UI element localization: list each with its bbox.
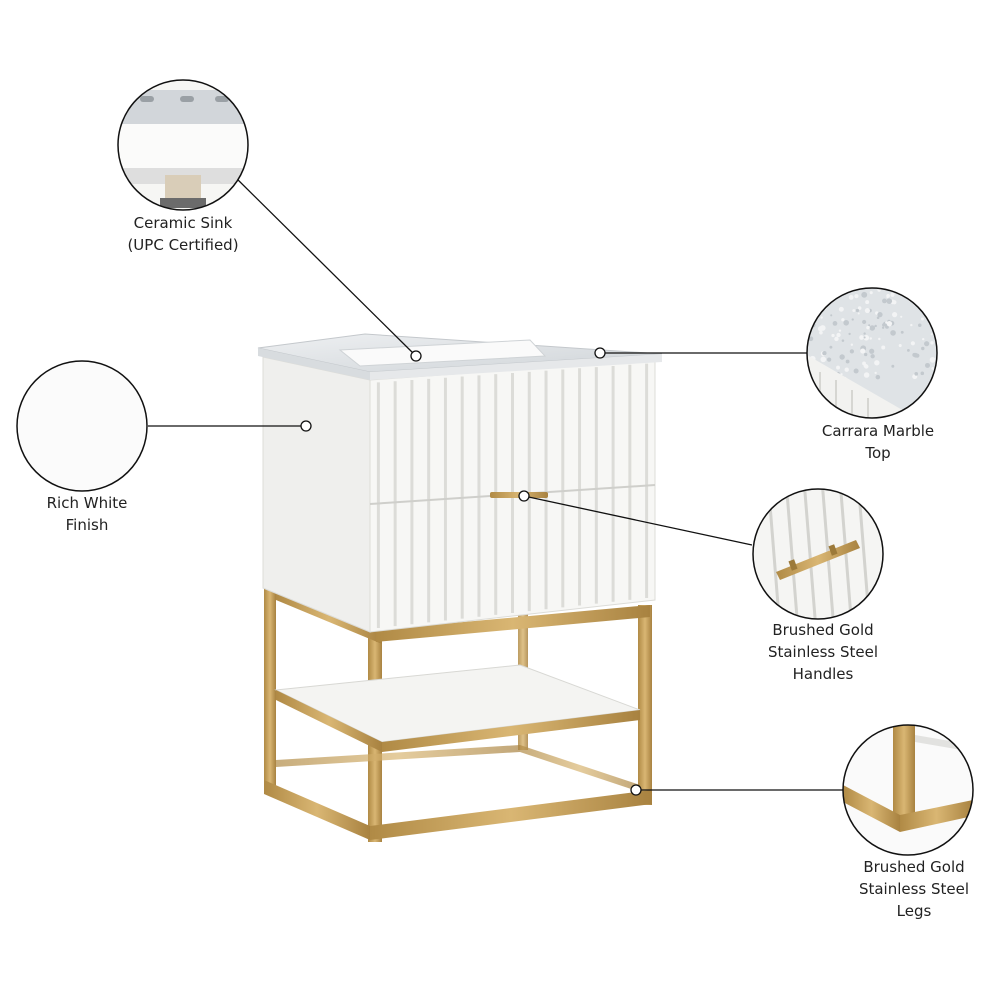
label-line: Brushed Gold — [772, 621, 874, 639]
carrara-marble-detail — [806, 287, 938, 419]
label-carrara-marble-top: Carrara Marble Top — [793, 420, 963, 464]
label-line: Rich White — [46, 494, 128, 512]
label-line: Top — [865, 444, 891, 462]
label-line: Stainless Steel — [767, 643, 879, 661]
cabinet-body — [262, 356, 656, 633]
label-brushed-gold-handles: Brushed Gold Stainless Steel Handles — [738, 619, 908, 685]
label-line: Stainless Steel — [858, 880, 970, 898]
marble-top — [257, 333, 663, 380]
label-line: Carrara Marble — [821, 422, 935, 440]
brushed-gold-legs-detail — [842, 724, 974, 856]
label-rich-white-finish: Rich White Finish — [2, 492, 172, 536]
label-line: Ceramic Sink — [133, 214, 233, 232]
callout-dots — [300, 347, 642, 796]
label-ceramic-sink: Ceramic Sink (UPC Certified) — [98, 212, 268, 256]
rich-white-finish-detail — [16, 360, 148, 492]
label-line: Legs — [896, 902, 932, 920]
lower-shelf — [274, 664, 641, 752]
ceramic-sink-detail — [117, 79, 249, 211]
brushed-gold-handle-detail — [752, 488, 884, 620]
label-line: Brushed Gold — [863, 858, 965, 876]
callout-lines — [148, 171, 843, 791]
label-line: Handles — [792, 665, 854, 683]
vanity-illustration — [257, 333, 663, 842]
label-line: Finish — [65, 516, 109, 534]
label-line: (UPC Certified) — [127, 236, 239, 254]
label-brushed-gold-legs: Brushed Gold Stainless Steel Legs — [829, 856, 999, 922]
